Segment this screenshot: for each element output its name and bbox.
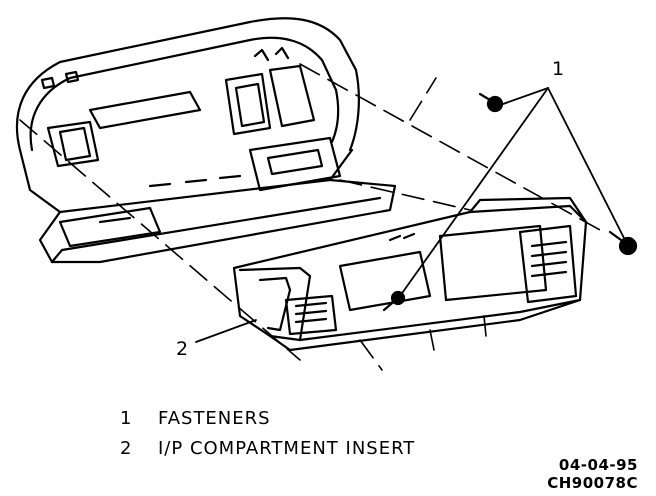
alignment-lines [19,63,601,371]
legend-item: 2 I/P COMPARTMENT INSERT [120,438,415,468]
legend-number: 1 [120,408,133,429]
instrument-panel-exploded-diagram [15,17,638,371]
legend-item: 1 FASTENERS [120,408,415,438]
fastener-screw-right [608,230,638,256]
legend-label: I/P COMPARTMENT INSERT [158,438,416,459]
instrument-panel [15,17,397,264]
legend-label: FASTENERS [158,408,271,429]
fastener-screw-top [478,92,504,113]
callout-label-2: 2 [176,338,189,360]
compartment-insert [232,196,588,352]
reference-code: CH90078C [547,474,638,492]
legend: 1 FASTENERS 2 I/P COMPARTMENT INSERT [120,408,415,468]
callout-2-leader [195,319,257,343]
callout-label-1: 1 [552,58,565,80]
reference-date: 04-04-95 [558,456,638,474]
callout-1-leaders [399,87,626,297]
legend-number: 2 [120,438,133,459]
